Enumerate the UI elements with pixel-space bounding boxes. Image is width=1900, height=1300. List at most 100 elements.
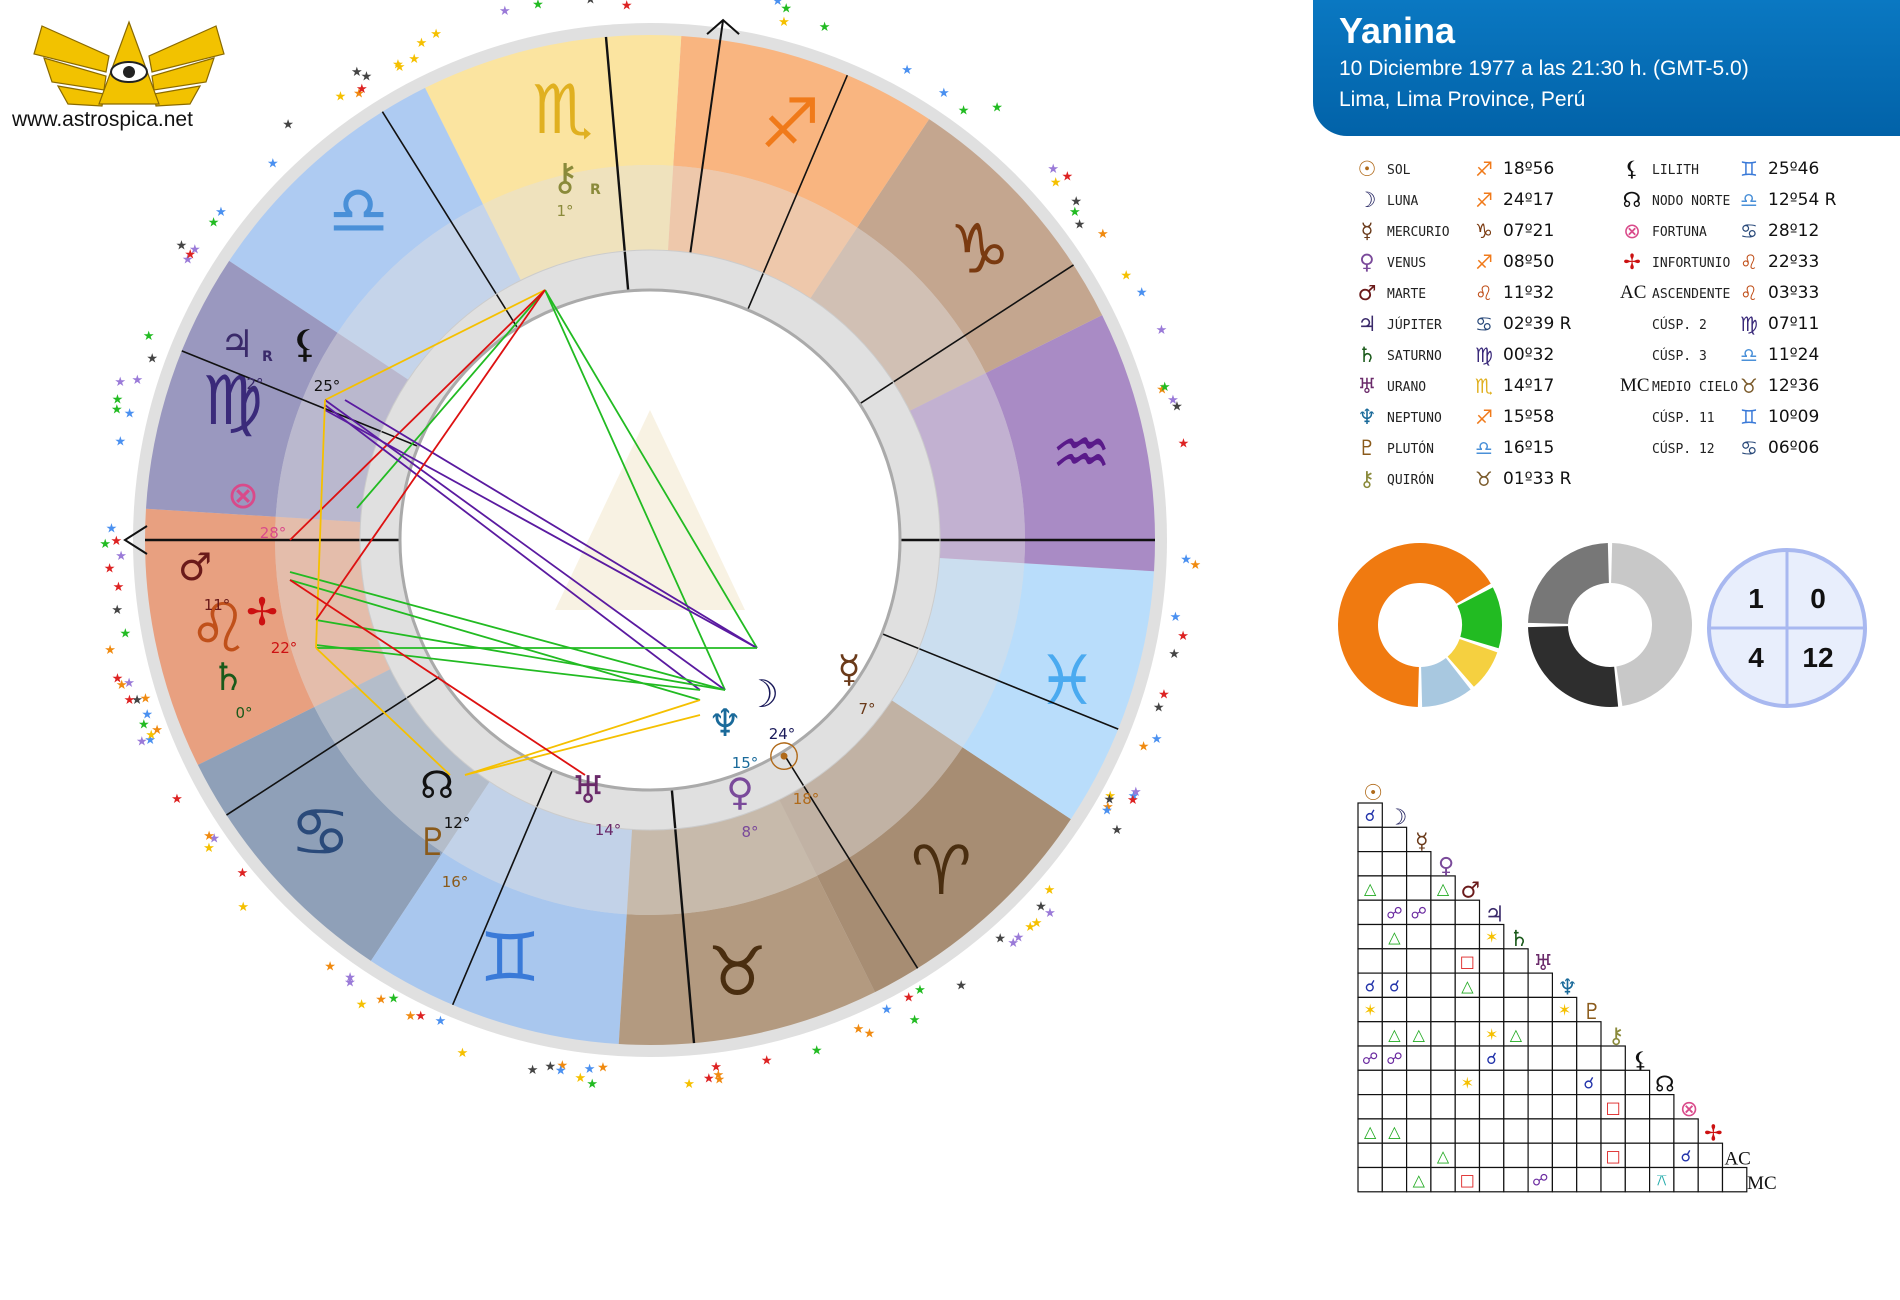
- decorative-star: ★: [124, 406, 136, 421]
- chart-body-jupiter[interactable]: ♃R2°: [220, 322, 273, 393]
- aspect-grid-label: MC: [1747, 1173, 1777, 1194]
- aspect-line: [464, 699, 701, 776]
- decorative-star: ★: [171, 792, 183, 807]
- decorative-star: ★: [1180, 553, 1192, 568]
- house-cusp-line: [381, 111, 519, 329]
- decorative-star: ★: [176, 239, 188, 254]
- aspect-symbol: ✶: [1485, 1025, 1498, 1044]
- sign-glyph: ♑: [1475, 219, 1493, 243]
- astrospica-logo: [33, 20, 225, 107]
- decorative-star: ★: [353, 86, 365, 101]
- aspect-line: [324, 409, 758, 649]
- chart-body-sun[interactable]: ☉18°: [767, 735, 819, 808]
- aspect-cell: [1405, 875, 1432, 901]
- chart-body-uranus[interactable]: ♅14°: [571, 768, 621, 839]
- decorative-star: ★: [124, 693, 136, 708]
- aspect-symbol: ☌: [1583, 1073, 1594, 1092]
- aspect-line: [315, 644, 701, 691]
- chart-header: Yanina 10 Diciembre 1977 a las 21:30 h. …: [1313, 0, 1900, 136]
- decorative-star: ★: [864, 1027, 876, 1042]
- planet-name: NEPTUNO: [1387, 411, 1442, 426]
- planet-name: MEDIO CIELO: [1652, 380, 1739, 395]
- decorative-star: ★: [140, 692, 152, 707]
- chart-body-mercury[interactable]: ☿7°: [837, 647, 875, 718]
- decorative-star: ★: [1044, 883, 1056, 898]
- chart-body-saturn[interactable]: ♄0°: [211, 655, 253, 722]
- house-cusp-line: [451, 769, 554, 1006]
- aspect-cell: [1503, 1045, 1529, 1071]
- decorative-stars: ★★★★★★★★★★★★★★★★★★★★★★★★★★★★★★★★★★★★★★★★…: [99, 0, 1201, 1092]
- sign-glyph: ♍: [1740, 312, 1758, 336]
- decorative-star: ★: [1070, 195, 1082, 210]
- aspect-grid-label: ☽: [1388, 805, 1408, 830]
- house-cusp-line: [670, 788, 696, 1044]
- aspect-cell: [1405, 1045, 1432, 1071]
- birth-place: Lima, Lima Province, Perú: [1339, 88, 1586, 111]
- chart-body-mars[interactable]: ♂11°: [178, 545, 230, 614]
- aspect-cell: [1405, 1069, 1432, 1096]
- planet-position-value: 11º24: [1768, 345, 1820, 365]
- sign-segment-leo: [145, 508, 315, 765]
- site-url[interactable]: www.astrospica.net: [12, 108, 193, 131]
- aspect-cell: [1624, 1069, 1651, 1096]
- chart-body-moon[interactable]: ☽24°: [745, 672, 795, 743]
- decorative-star: ★: [111, 534, 123, 549]
- decorative-star: ★: [1104, 793, 1116, 808]
- aspect-cell: [1478, 1166, 1505, 1193]
- sign-glyph: ♎: [1475, 436, 1493, 460]
- decorative-star: ★: [1151, 732, 1163, 747]
- decorative-star: ★: [881, 1002, 893, 1017]
- aspect-symbol: △: [1461, 976, 1474, 995]
- aspect-symbol: △: [1388, 928, 1401, 947]
- aspect-symbol: ☍: [1362, 1049, 1378, 1068]
- decorative-star: ★: [184, 247, 196, 262]
- decorative-star: ★: [1024, 920, 1036, 935]
- aspect-cell: [1551, 1094, 1578, 1120]
- sign-glyph: ♌: [1475, 281, 1493, 305]
- sign-glyph: ♍: [1475, 343, 1493, 367]
- aspect-symbol: ☍: [1411, 903, 1427, 922]
- decorative-star: ★: [189, 242, 201, 257]
- sign-glyph: ♌: [1740, 281, 1758, 305]
- planet-name: URANO: [1387, 380, 1427, 395]
- planet-position-value: 12º54 R: [1768, 190, 1837, 210]
- quadrant-2-count: 0: [1810, 583, 1826, 614]
- chart-body-neptune[interactable]: ♆15°: [708, 701, 758, 772]
- chart-body-fortune[interactable]: ⊗28°: [227, 473, 286, 542]
- sign-glyph: ♋: [1740, 436, 1758, 460]
- decorative-star: ★: [914, 983, 926, 998]
- decorative-star: ★: [1128, 789, 1140, 804]
- chart-body-pluto[interactable]: ♇16°: [416, 820, 468, 891]
- decorative-star: ★: [146, 351, 158, 366]
- sign-glyph: ♋: [1740, 219, 1758, 243]
- planet-position-value: 11º32: [1503, 283, 1555, 303]
- chart-body-venus[interactable]: ♀8°: [726, 770, 758, 841]
- sign-glyph: ♐: [1475, 250, 1493, 274]
- aspect-line: [356, 289, 546, 509]
- planet-position-value: 28º12: [1768, 221, 1820, 241]
- planet-glyph: ♆: [1357, 405, 1377, 429]
- aspect-cell: [1381, 1045, 1408, 1071]
- chart-body-glyph-venus: ♀: [726, 770, 754, 814]
- chart-body-infortune[interactable]: ✢22°: [246, 590, 297, 657]
- decorative-star: ★: [344, 976, 356, 991]
- aspect-line: [464, 714, 701, 776]
- house-band-virgo: [275, 332, 409, 523]
- planet-glyph: ♃: [1357, 312, 1377, 336]
- chart-body-lilith[interactable]: ⚸25°: [291, 322, 340, 395]
- aspect-grid-label: ⚸: [1632, 1048, 1648, 1073]
- aspect-symbol: ✶: [1363, 1001, 1376, 1020]
- chart-body-north-node[interactable]: ☊12°: [420, 763, 470, 832]
- house-band-aries: [779, 700, 963, 876]
- decorative-star: ★: [99, 537, 111, 552]
- decorative-star: ★: [1102, 800, 1114, 815]
- chart-body-chiron[interactable]: ⚷R1°: [551, 155, 601, 220]
- aspect-cell: [1649, 1142, 1675, 1169]
- aspect-cell: [1478, 948, 1505, 974]
- aspect-cell: [1551, 996, 1578, 1023]
- planet-position-value: 02º39 R: [1503, 314, 1572, 334]
- aspect-symbol: △: [1388, 1122, 1401, 1141]
- aspect-cell: [1357, 1142, 1383, 1169]
- planet-name: SATURNO: [1387, 349, 1442, 364]
- decorative-star: ★: [1069, 205, 1081, 220]
